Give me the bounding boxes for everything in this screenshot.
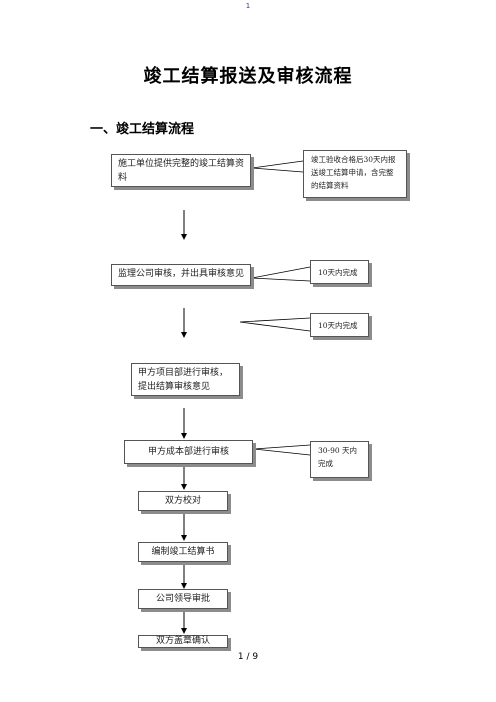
callout-pointer-3 <box>239 317 311 332</box>
note-4-label: 30-90 天内完成 <box>318 446 358 468</box>
step-8-box: 双方盖章确认 <box>138 635 228 648</box>
step-1-box: 施工单位提供完整的竣工结算资料 <box>111 154 251 187</box>
step-4-box: 甲方成本部进行审核 <box>124 440 253 464</box>
note-2-label: 10天内完成 <box>318 268 358 277</box>
section-heading: 一、竣工结算流程 <box>90 122 195 137</box>
step-7-label: 公司领导审批 <box>155 594 210 604</box>
step-3-label: 甲方项目部进行审核，提出结算审核意见 <box>138 368 229 392</box>
callout-pointer-2 <box>251 266 311 282</box>
note-3-label: 10天内完成 <box>318 321 358 330</box>
callout-pointer-1 <box>251 160 304 173</box>
page-number: 1 / 9 <box>237 652 259 662</box>
step-2-box: 监理公司审核，并出具审核意见 <box>111 264 251 286</box>
step-7-box: 公司领导审批 <box>138 589 228 609</box>
note-4-box: 30-90 天内完成 <box>310 441 369 478</box>
note-2-box: 10天内完成 <box>310 260 369 284</box>
note-1-box: 竣工验收合格后30天内报送竣工结算申请，含完整的结算资料 <box>303 150 407 198</box>
step-6-box: 编制竣工结算书 <box>138 542 228 562</box>
note-3-box: 10天内完成 <box>310 313 369 337</box>
note-1-label: 竣工验收合格后30天内报送竣工结算申请，含完整的结算资料 <box>311 155 396 190</box>
page-title: 竣工结算报送及审核流程 <box>143 66 353 87</box>
step-3-box: 甲方项目部进行审核，提出结算审核意见 <box>131 363 240 396</box>
header-mark: 1 <box>245 2 251 10</box>
step-2-label: 监理公司审核，并出具审核意见 <box>118 269 245 279</box>
step-8-label: 双方盖章确认 <box>155 636 210 646</box>
step-5-label: 双方校对 <box>164 496 201 506</box>
step-4-label: 甲方成本部进行审核 <box>147 447 229 457</box>
step-5-box: 双方校对 <box>138 491 228 511</box>
step-6-label: 编制竣工结算书 <box>151 547 215 557</box>
step-1-label: 施工单位提供完整的竣工结算资料 <box>118 159 245 183</box>
callout-pointer-4 <box>253 444 311 456</box>
